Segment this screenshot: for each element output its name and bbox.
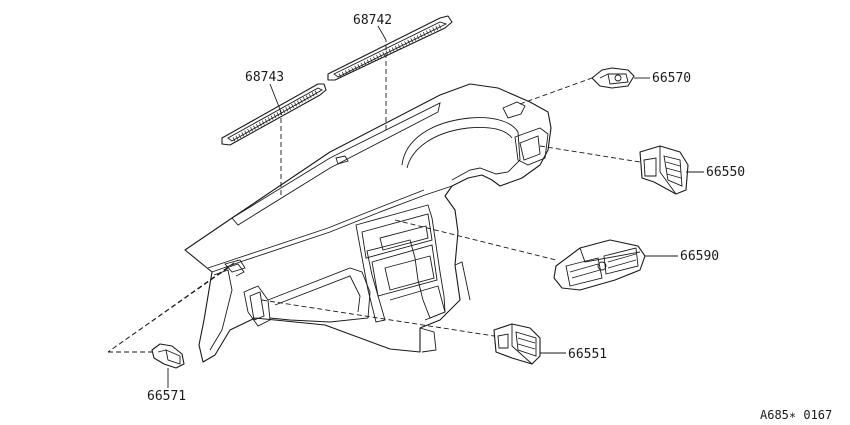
part-label-68742: 68742 — [353, 13, 392, 28]
diagram-reference-code: A685∗ 0167 — [760, 408, 832, 422]
part-label-68743: 68743 — [245, 70, 284, 85]
part-label-66550: 66550 — [706, 165, 745, 180]
part-66570-vent — [591, 67, 635, 89]
part-68743-grille — [221, 83, 327, 146]
dashboard-panel — [184, 83, 552, 363]
part-label-66590: 66590 — [680, 249, 719, 264]
part-66550-vent — [639, 145, 689, 195]
reference-lines — [107, 40, 641, 353]
part-label-66551: 66551 — [568, 347, 607, 362]
part-66551-vent — [493, 323, 541, 365]
part-66590-vent — [553, 239, 646, 291]
part-label-66571: 66571 — [147, 389, 186, 404]
leader-lines — [167, 25, 704, 388]
part-66571-vent — [151, 343, 185, 369]
part-label-66570: 66570 — [652, 71, 691, 86]
part-68742-grille — [327, 15, 453, 81]
